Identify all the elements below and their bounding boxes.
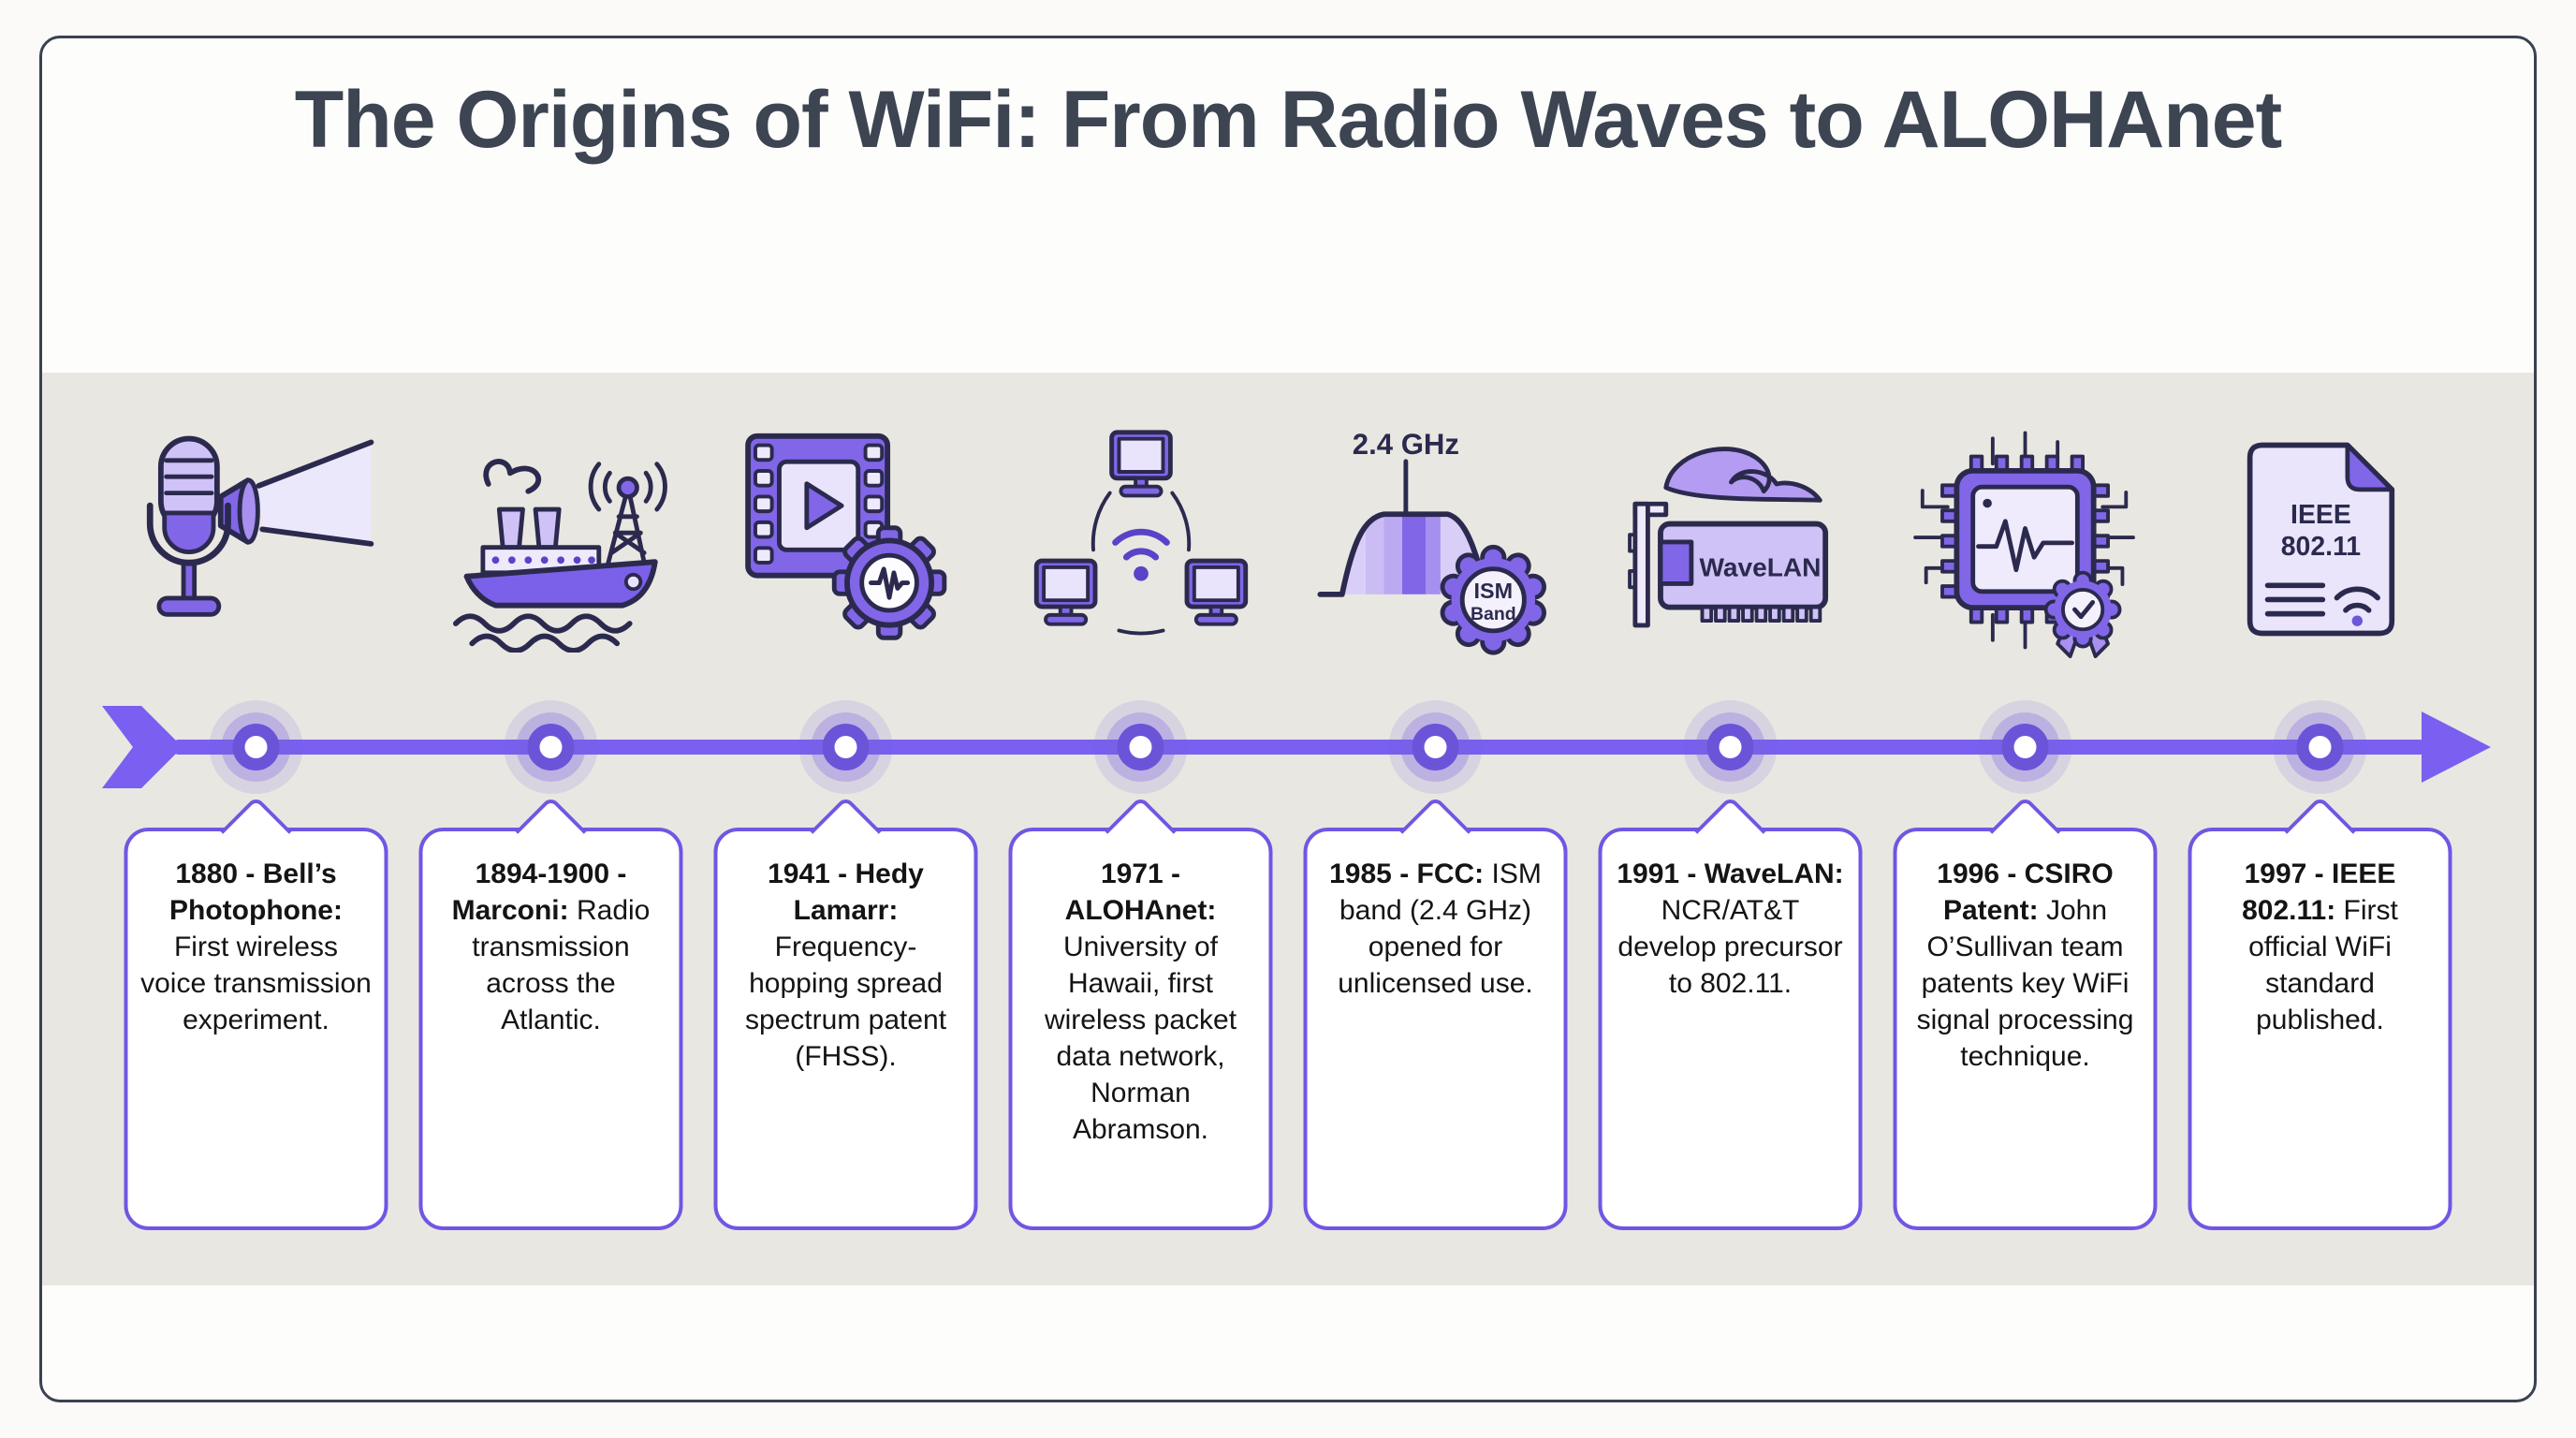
timeline-columns: 1880 - Bell’s Photophone: First wireless… bbox=[124, 373, 2452, 1230]
wavelan-card-label: WaveLAN bbox=[1699, 553, 1821, 582]
marconi-ship-radio-tower-icon bbox=[452, 459, 667, 653]
photophone-microphone-icon bbox=[146, 435, 374, 617]
timeline-node bbox=[527, 724, 575, 770]
event-card: 1985 - FCC: ISM band (2.4 GHz) opened fo… bbox=[1303, 828, 1568, 1230]
event-body: John O’Sullivan team patents key WiFi si… bbox=[1916, 895, 2134, 1072]
event-heading: 1985 - FCC: bbox=[1329, 858, 1485, 889]
event-body: ISM band (2.4 GHz) opened for unlicensed… bbox=[1338, 858, 1542, 999]
chip-award-badge-icon bbox=[1912, 431, 2135, 658]
document-standard-wifi-icon: IEEE 802.11 bbox=[2247, 442, 2395, 637]
timeline-axis bbox=[102, 706, 2491, 788]
timeline-node bbox=[822, 724, 870, 770]
film-strip-gear-waveform-icon bbox=[744, 433, 946, 640]
timeline-node bbox=[1706, 724, 1754, 770]
event-card: 1991 - WaveLAN: NCR/AT&T develop precurs… bbox=[1598, 828, 1863, 1230]
event-card: 1941 - Hedy Lamarr: Frequency-hopping sp… bbox=[713, 828, 978, 1230]
event-heading: 1880 - Bell’s Photophone: bbox=[169, 858, 343, 926]
ism-badge-top-label: ISM bbox=[1474, 578, 1514, 602]
event-heading: 1971 - ALOHAnet: bbox=[1064, 858, 1217, 926]
timeline-line bbox=[171, 740, 2427, 755]
event-body: First official WiFi standard published. bbox=[2248, 895, 2398, 1035]
timeline-event-alohanet: 1971 - ALOHAnet: University of Hawaii, f… bbox=[1008, 373, 1273, 1230]
event-heading: 1991 - WaveLAN: bbox=[1617, 858, 1844, 889]
event-heading: 1941 - Hedy Lamarr: bbox=[768, 858, 924, 926]
timeline-node bbox=[2001, 724, 2049, 770]
event-card: 1997 - IEEE 802.11: First official WiFi … bbox=[2188, 828, 2452, 1230]
arrow-head-icon bbox=[2422, 712, 2491, 783]
event-heading: 1997 - IEEE 802.11: bbox=[2242, 858, 2396, 926]
ieee-doc-line2: 802.11 bbox=[2281, 532, 2362, 562]
event-body: Radio transmission across the Atlantic. bbox=[472, 895, 651, 1035]
ghz-label: 2.4 GHz bbox=[1353, 428, 1459, 461]
event-body: University of Hawaii, first wireless pac… bbox=[1044, 932, 1237, 1145]
event-card: 1996 - CSIRO Patent: John O’Sullivan tea… bbox=[1893, 828, 2158, 1230]
timeline-event-ieee-80211: IEEE 802.11 1997 - IEEE 802.11: First of… bbox=[2188, 373, 2452, 1230]
timeline-event-photophone: 1880 - Bell’s Photophone: First wireless… bbox=[124, 373, 388, 1230]
timeline-event-hedy-lamarr: 1941 - Hedy Lamarr: Frequency-hopping sp… bbox=[713, 373, 978, 1230]
event-body: First wireless voice transmission experi… bbox=[140, 932, 372, 1035]
computer-network-wifi-icon bbox=[1033, 429, 1248, 635]
timeline-node bbox=[232, 724, 280, 770]
event-heading: 1894-1900 - Marconi: bbox=[451, 858, 627, 926]
timeline-event-fcc-ism: 2.4 GHz bbox=[1303, 373, 1568, 1230]
outer-border-frame: The Origins of WiFi: From Radio Waves to… bbox=[39, 36, 2537, 1402]
arrow-fletching-icon bbox=[102, 706, 183, 788]
event-body: NCR/AT&T develop precursor to 802.11. bbox=[1617, 895, 1843, 999]
ieee-doc-line1: IEEE bbox=[2291, 500, 2351, 530]
network-card-wave-icon: WaveLAN bbox=[1628, 447, 1829, 628]
timeline-event-csiro: 1996 - CSIRO Patent: John O’Sullivan tea… bbox=[1893, 373, 2158, 1230]
timeline-event-marconi: 1894-1900 - Marconi: Radio transmission … bbox=[418, 373, 683, 1230]
timeline-event-wavelan: WaveLAN 1991 - WaveLAN: NCR/AT&T develop… bbox=[1598, 373, 1863, 1230]
timeline-node bbox=[1117, 724, 1164, 770]
spectrum-band-seal-icon: 2.4 GHz bbox=[1317, 428, 1546, 655]
event-card: 1971 - ALOHAnet: University of Hawaii, f… bbox=[1008, 828, 1273, 1230]
event-body: Frequency-hopping spread spectrum patent… bbox=[744, 932, 947, 1072]
event-card: 1894-1900 - Marconi: Radio transmission … bbox=[418, 828, 683, 1230]
event-card: 1880 - Bell’s Photophone: First wireless… bbox=[124, 828, 388, 1230]
page-title: The Origins of WiFi: From Radio Waves to… bbox=[294, 75, 2283, 165]
timeline-node bbox=[1412, 724, 1459, 770]
event-heading: 1996 - CSIRO Patent: bbox=[1937, 858, 2114, 926]
ism-badge-bottom-label: Band bbox=[1471, 604, 1516, 624]
timeline-band: 1880 - Bell’s Photophone: First wireless… bbox=[42, 373, 2534, 1285]
timeline-node bbox=[2296, 724, 2344, 770]
